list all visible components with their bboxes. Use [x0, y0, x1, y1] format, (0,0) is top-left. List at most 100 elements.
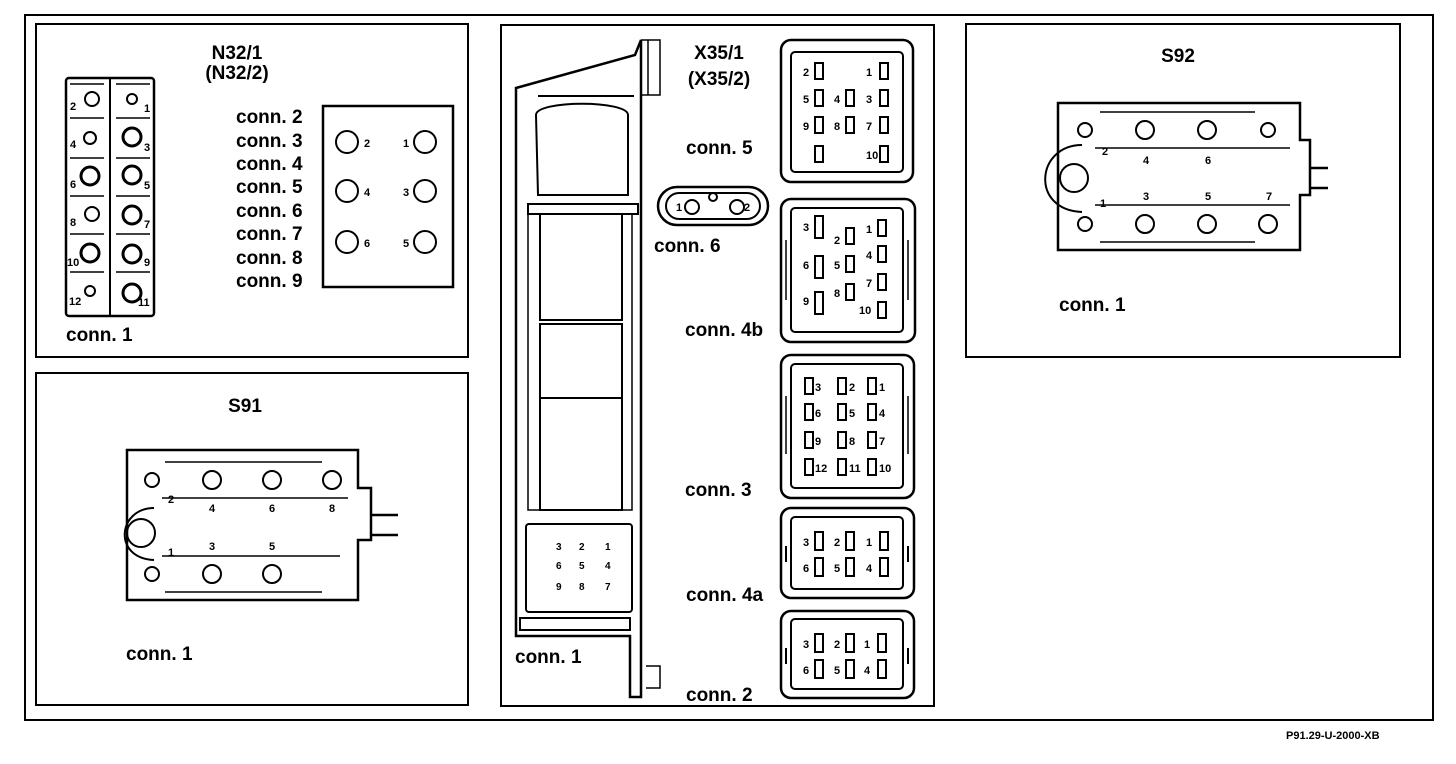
x35-conn3-drawing: [779, 353, 916, 500]
pin-label: 1: [676, 202, 682, 214]
pin-label: 9: [815, 436, 821, 448]
pin-label: 10: [859, 305, 871, 317]
x35-conn1-label: conn. 1: [515, 647, 582, 668]
figure-reference: P91.29-U-2000-XB: [1286, 730, 1380, 742]
pin-label: 8: [834, 121, 840, 133]
pin-label: 5: [803, 94, 809, 106]
pin-label: 5: [834, 260, 840, 272]
n32-conn-list-item: conn. 4: [236, 154, 303, 175]
pin-label: 8: [70, 217, 76, 229]
x35-conn4b-label: conn. 4b: [685, 320, 764, 341]
pin-label: 3: [1143, 191, 1149, 203]
pin-label: 2: [70, 101, 76, 113]
pin-label: 4: [866, 250, 873, 262]
pin-label: 5: [834, 563, 840, 575]
pin-label: 4: [1143, 155, 1150, 167]
x35-conn5-label: conn. 5: [686, 138, 753, 159]
pin-label: 4: [864, 665, 871, 677]
n32-conn-list-item: conn. 8: [236, 248, 303, 269]
pin-label: 3: [144, 142, 150, 154]
pin-label: 2: [579, 542, 585, 553]
pin-label: 3: [403, 187, 409, 199]
n32-title: N32/1: [211, 43, 263, 64]
n32-conn-list-item: conn. 5: [236, 177, 303, 198]
s91-conn-label: conn. 1: [126, 644, 193, 665]
n32-subtitle: (N32/2): [205, 63, 269, 84]
pin-label: 7: [866, 121, 872, 133]
pin-label: 3: [803, 222, 809, 234]
pin-label: 1: [1100, 198, 1106, 210]
pin-label: 11: [138, 297, 150, 309]
pin-label: 10: [879, 463, 891, 475]
pin-label: 12: [815, 463, 827, 475]
pin-label: 2: [803, 67, 809, 79]
n32-panel: [35, 23, 469, 358]
pin-label: 5: [269, 541, 275, 553]
pin-label: 1: [866, 67, 872, 79]
x35-conn4a-drawing: [779, 506, 916, 600]
pin-label: 12: [69, 296, 81, 308]
pin-label: 6: [269, 503, 275, 515]
pin-label: 2: [1102, 146, 1108, 158]
n32-round-connector-drawing: [321, 104, 455, 289]
pin-label: 4: [879, 408, 886, 420]
x35-module-drawing: [514, 39, 661, 699]
x35-title: X35/1: [694, 43, 744, 64]
pin-label: 1: [168, 547, 174, 559]
pin-label: 4: [834, 94, 841, 106]
pin-label: 11: [849, 463, 861, 475]
n32-conn-list-item: conn. 3: [236, 131, 303, 152]
pin-label: 9: [803, 296, 809, 308]
n32-conn-list-item: conn. 7: [236, 224, 303, 245]
pin-label: 3: [209, 541, 215, 553]
pin-label: 10: [866, 150, 878, 162]
n32-conn-list-item: conn. 9: [236, 271, 303, 292]
pin-label: 1: [866, 224, 872, 236]
pin-label: 7: [1266, 191, 1272, 203]
pin-label: 3: [556, 542, 562, 553]
pin-label: 7: [144, 219, 150, 231]
pin-label: 2: [849, 382, 855, 394]
pin-label: 3: [866, 94, 872, 106]
pin-label: 10: [67, 257, 79, 269]
pin-label: 9: [556, 582, 562, 593]
pin-label: 6: [70, 179, 76, 191]
pin-label: 6: [815, 408, 821, 420]
pin-label: 5: [849, 408, 855, 420]
n32-conn1-label: conn. 1: [66, 325, 133, 346]
pin-label: 7: [605, 582, 611, 593]
x35-conn2-label: conn. 2: [686, 685, 753, 706]
pin-label: 6: [556, 561, 562, 572]
pin-label: 9: [144, 257, 150, 269]
pin-label: 6: [364, 238, 370, 250]
pin-label: 4: [70, 139, 77, 151]
pin-label: 6: [803, 563, 809, 575]
pin-label: 6: [1205, 155, 1211, 167]
pin-label: 2: [364, 138, 370, 150]
pin-label: 6: [803, 665, 809, 677]
x35-conn4b-drawing: [779, 197, 917, 344]
pin-label: 5: [834, 665, 840, 677]
pin-label: 1: [866, 537, 872, 549]
x35-conn5-drawing: [779, 38, 915, 184]
pin-label: 4: [605, 561, 611, 572]
pin-label: 5: [144, 180, 150, 192]
pin-label: 1: [403, 138, 409, 150]
x35-conn6-drawing: [656, 185, 770, 227]
pin-label: 4: [866, 563, 873, 575]
pin-label: 3: [803, 639, 809, 651]
pin-label: 8: [849, 436, 855, 448]
pin-label: 1: [605, 542, 611, 553]
s92-drawing: [1044, 101, 1328, 252]
pin-label: 3: [803, 537, 809, 549]
s91-title: S91: [228, 396, 262, 417]
s92-title: S92: [1161, 46, 1195, 67]
pin-label: 5: [579, 561, 585, 572]
pin-label: 1: [144, 103, 150, 115]
x35-conn6-label: conn. 6: [654, 236, 721, 257]
s91-drawing: [123, 448, 398, 602]
pin-label: 5: [1205, 191, 1211, 203]
pin-label: 2: [834, 639, 840, 651]
pin-label: 6: [803, 260, 809, 272]
